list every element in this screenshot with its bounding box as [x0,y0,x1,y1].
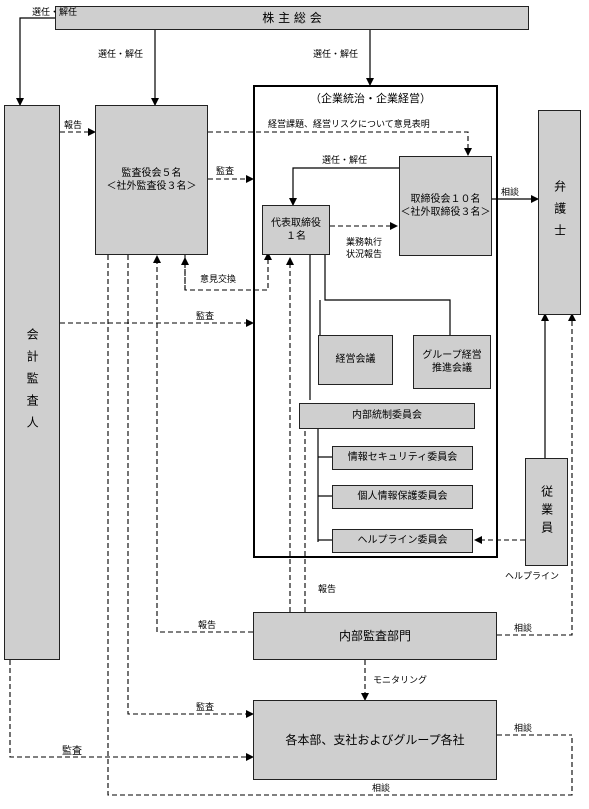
shareholders-meeting: 株 主 総 会 [55,6,529,30]
label-audit-4: 監査 [62,746,82,757]
governance-title: （企業統治・企業経営） [310,92,431,105]
auditor-board: 監査役会５名 ＜社外監査役３名＞ [95,105,208,255]
label-report-3: 報告 [198,621,217,631]
label-exchange: 意見交換 [200,275,237,285]
label-report-1: 報告 [64,121,83,131]
label-consult-3: 相談 [514,724,533,734]
management-meeting: 経営会議 [318,335,393,385]
label-audit-3: 監査 [196,703,215,713]
group-management-meeting: グループ経営 推進会議 [413,335,491,389]
label-opinion: 経営課題、経営リスクについて意見表明 [268,120,430,130]
label-audit-1: 監査 [216,167,235,177]
label-helpline: ヘルプライン [505,572,560,582]
infosec-committee: 情報セキュリティ委員会 [332,446,473,470]
label-elect-2: 選任・解任 [98,50,144,60]
accounting-auditor: 会計監査人 [4,105,60,660]
label-consult-2: 相談 [514,624,533,634]
label-consult-4: 相談 [372,784,391,794]
divisions-and-group: 各本部、支社およびグループ各社 [253,700,497,780]
internal-control-committee: 内部統制委員会 [299,403,475,429]
label-audit-2: 監査 [196,312,215,322]
label-elect-3: 選任・解任 [313,50,359,60]
lawyer: 弁護士 [538,110,581,315]
label-elect-4: 選任・解任 [322,156,368,166]
helpline-committee: ヘルプライン委員会 [332,529,473,553]
label-report-2: 報告 [318,585,337,595]
label-consult-1: 相談 [501,188,520,198]
label-monitoring: モニタリング [373,676,428,686]
internal-audit-dept: 内部監査部門 [253,612,497,660]
representative-director: 代表取締役 １名 [262,205,330,255]
label-exec-report: 業務執行 状況報告 [346,238,383,260]
employees: 従業員 [525,458,568,566]
label-elect-1: 選任・解任 [32,8,78,18]
privacy-committee: 個人情報保護委員会 [332,485,473,509]
governance-frame [253,85,498,558]
board-of-directors: 取締役会１０名 ＜社外取締役３名＞ [399,156,492,256]
